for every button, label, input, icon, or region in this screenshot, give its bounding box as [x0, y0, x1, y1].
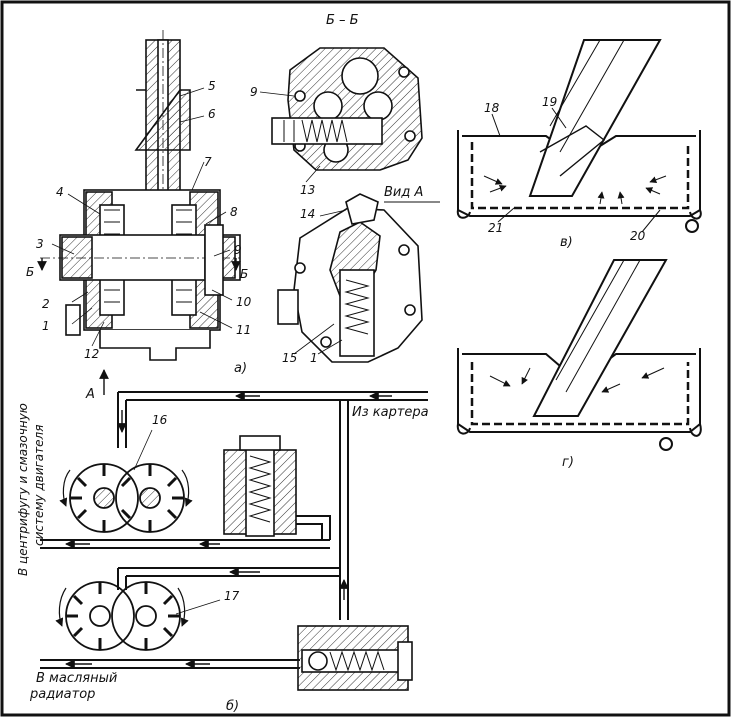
part-9-section: 9: [250, 85, 258, 99]
part-18: 18: [484, 101, 500, 115]
part-1: 1: [42, 319, 50, 333]
part-13: 13: [300, 183, 316, 197]
part-20: 20: [630, 229, 646, 243]
section-mark-left: Б: [26, 265, 35, 279]
part-3: 3: [36, 237, 44, 251]
part-12: 12: [84, 347, 100, 361]
view-title: Вид А: [384, 185, 424, 200]
part-14: 14: [300, 207, 316, 221]
part-11: 11: [236, 323, 252, 337]
part-9: 9: [234, 243, 242, 257]
lower-gear-pump: [55, 581, 189, 651]
oil-pan-v: [456, 39, 702, 233]
label-to-centrifuge-1: В центрифугу и смазочную: [16, 403, 30, 576]
panel-label-g: г): [562, 455, 574, 470]
label-to-radiator-1: В масляный: [36, 671, 118, 686]
part-10: 10: [236, 295, 252, 309]
part-19: 19: [542, 95, 558, 109]
label-to-centrifuge-2: систему двигателя: [32, 424, 46, 546]
part-8: 8: [230, 205, 238, 219]
part-1-view: 1: [310, 351, 318, 365]
part-15: 15: [282, 351, 298, 365]
pump-section-a: [40, 30, 241, 361]
part-6: 6: [208, 107, 216, 121]
section-b-b: [271, 47, 423, 171]
oil-pan-g: [456, 259, 702, 451]
panel-label-b: б): [226, 699, 240, 714]
upper-relief-valve: [223, 435, 297, 537]
section-mark-right: Б: [240, 267, 249, 281]
view-a: [277, 193, 423, 363]
label-from-crankcase: Из картера: [352, 405, 429, 420]
lower-relief-valve: [297, 625, 413, 691]
part-16: 16: [152, 413, 168, 427]
label-to-radiator-2: радиатор: [30, 687, 96, 702]
section-title: Б – Б: [326, 13, 359, 28]
part-4: 4: [56, 185, 64, 199]
part-5: 5: [208, 79, 216, 93]
part-2: 2: [42, 297, 50, 311]
view-a-arrow-label: А: [86, 387, 95, 402]
part-17: 17: [224, 589, 240, 603]
upper-gear-pump: [59, 463, 193, 533]
panel-label-v: в): [560, 235, 573, 250]
panel-label-a: а): [234, 361, 248, 376]
part-7: 7: [204, 155, 212, 169]
part-21: 21: [488, 221, 504, 235]
